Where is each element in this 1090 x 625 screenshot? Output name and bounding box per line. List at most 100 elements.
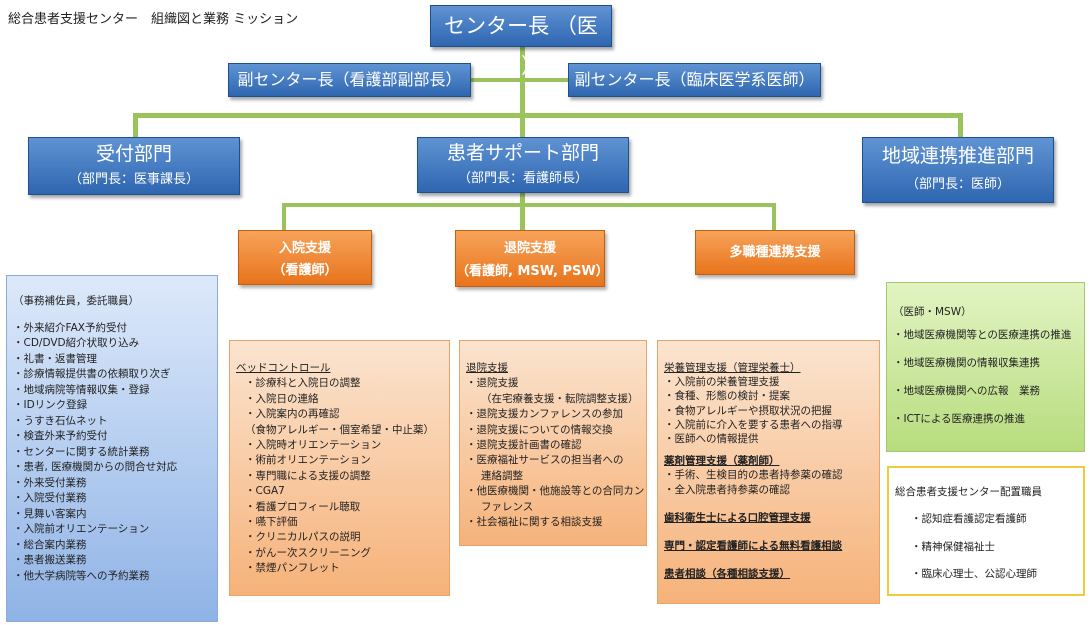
list-item: ・精神保健福祉士 — [911, 540, 995, 553]
list-item: ・がんー次スクリーニング — [245, 546, 371, 559]
list-item: ・患者, 医療機関からの問合せ対応 — [13, 461, 178, 473]
department-box-patient-support: 患者サポート部門 （部門長：看護師長） — [417, 137, 629, 193]
list-item: ・うすき石仏ネット — [13, 414, 108, 427]
discharge-heading: 退院支援 — [466, 362, 508, 374]
list-item: ・地域医療機関の情報収集連携 — [893, 357, 1040, 369]
list-item: ・看護プロフィール聴取 — [245, 500, 361, 513]
vice-director-label: 副センター長（看護部副部長） — [237, 70, 462, 89]
connector-line — [520, 192, 525, 232]
unit-name: 退院支援 — [503, 241, 556, 256]
connector-line — [282, 203, 286, 232]
list-item: 患者相談（各種相談支援） — [664, 568, 790, 581]
connector-line — [133, 113, 138, 139]
reception-duties-panel: （事務補佐員，委託職員） ・外来紹介FAX予約受付・CD/DVD紹介状取り込み・… — [6, 275, 218, 622]
department-name: 受付部門 — [95, 143, 172, 165]
list-item: ・地域病院等情報収集・登録 — [13, 383, 150, 396]
list-item: ・入院案内の再確認 — [245, 408, 340, 421]
regional-staff-header: （医師・MSW） — [893, 306, 972, 318]
department-name: 地域連携推進部門 — [881, 145, 1034, 167]
admission-heading: ベッドコントロール — [236, 362, 331, 374]
list-item: ・センターに関する統計業務 — [13, 445, 150, 458]
list-item: 連絡調整 — [481, 469, 523, 482]
list-item: ・全入院患者持参薬の確認 — [664, 483, 790, 496]
additional-support-list: 歯科衛生士による口腔管理支援専門・認定看護師による無料看護相談患者相談（各種相談… — [664, 511, 873, 582]
nutrition-heading: 栄養管理支援（管理栄養士） — [664, 362, 801, 374]
list-item: ・医療福祉サービスの担当者への — [466, 454, 624, 467]
pharmacy-heading: 薬剤管理支援（薬剤師） — [664, 455, 780, 468]
vice-director-box: 副センター長（看護部副部長） — [228, 63, 471, 97]
list-item: ・術前オリエンテーション — [245, 454, 371, 467]
unit-name: 入院支援 — [278, 241, 331, 256]
vice-director-box: 副センター長（臨床医学系医師） — [568, 63, 821, 97]
list-item: ・診療情報提供書の依頼取り次ぎ — [13, 368, 171, 380]
list-item: ・他医療機関・他施設等との合同カン — [466, 485, 645, 498]
list-item: ・退院支援カンファレンスの参加 — [466, 408, 623, 421]
list-item: ・入院前の栄養管理支援 — [664, 376, 780, 389]
list-item: ・外来受付業務 — [13, 476, 87, 489]
list-item: ・入院時オリエンテーション — [245, 439, 382, 452]
unit-staff: （看護師） — [272, 263, 338, 278]
list-item: ・医師への情報提供 — [664, 433, 759, 446]
list-item: ・嚥下評価 — [245, 516, 298, 529]
list-item: ・手術、生検目的の患者持参薬の確認 — [664, 469, 843, 482]
reception-duties-list: ・外来紹介FAX予約受付・CD/DVD紹介状取り込み・礼書・返書管理・診療情報提… — [13, 321, 211, 585]
unit-box-discharge: 退院支援 （看護師, MSW, PSW） — [455, 230, 609, 287]
vice-director-label: 副センター長（臨床医学系医師） — [574, 70, 815, 89]
discharge-duties-list: ・退院支援 （在宅療養支援・転院調整支援） ・退院支援カンファレンスの参加・退院支援… — [466, 376, 645, 530]
reception-staff-header: （事務補佐員，委託職員） — [13, 295, 139, 307]
multidisciplinary-duties-panel: 栄養管理支援（管理栄養士） ・入院前の栄養管理支援・食種、形態の検討・提案・食物… — [657, 340, 880, 604]
list-item: （在宅療養支援・転院調整支援） — [481, 392, 639, 405]
unit-box-multidisciplinary: 多職種連携支援 — [695, 230, 855, 275]
department-head: （部門長：看護師長） — [457, 171, 588, 186]
connector-line — [520, 113, 525, 139]
list-item: ・検査外来予約受付 — [13, 430, 108, 442]
regional-duties-list: ・地域医療機関等との医療連携の推進・地域医療機関の情報収集連携・地域医療機関への… — [893, 328, 1078, 427]
connector-line — [470, 78, 570, 82]
assigned-staff-list: ・認知症看護認定看護師・精神保健福祉士・臨床心理士、公認心理師 — [895, 512, 1077, 582]
list-item: ・入院前に介入を要する患者への指導 — [664, 418, 843, 431]
list-item: ・IDリンク登録 — [13, 399, 88, 411]
list-item: ・入院日の連絡 — [245, 392, 319, 405]
list-item: ・地域医療機関等との医療連携の推進 — [893, 329, 1072, 341]
center-director-label: センター長 （医師） — [444, 14, 598, 78]
list-item: ・外来紹介FAX予約受付 — [13, 321, 127, 334]
center-director-box: センター長 （医師） — [430, 5, 612, 78]
list-item: ・食物アレルギーや摂取状況の把握 — [664, 404, 832, 417]
assigned-staff-panel: 総合患者支援センター配置職員 ・認知症看護認定看護師・精神保健福祉士・臨床心理士… — [887, 466, 1085, 596]
list-item: ・認知症看護認定看護師 — [911, 513, 1027, 526]
connector-line — [958, 113, 963, 139]
list-item: ・入院受付業務 — [13, 492, 87, 504]
list-item: ・退院支援 — [466, 377, 519, 390]
page-title: 総合患者支援センター 組織図と業務 ミッション — [8, 12, 299, 27]
list-item: ・診療科と入院日の調整 — [245, 377, 361, 390]
list-item: ・患者搬送業務 — [13, 554, 87, 566]
list-item: ・禁煙パンフレット — [245, 562, 340, 575]
unit-staff: （看護師, MSW, PSW） — [456, 264, 609, 279]
assigned-staff-title: 総合患者支援センター配置職員 — [895, 486, 1042, 498]
connector-line — [772, 203, 776, 232]
department-box-regional: 地域連携推進部門 （部門長：医師） — [862, 137, 1054, 203]
unit-name: 多職種連携支援 — [729, 245, 821, 260]
admission-duties-panel: ベッドコントロール ・診療科と入院日の調整・入院日の連絡・入院案内の再確認 （食物… — [229, 340, 450, 596]
list-item: ・クリニカルパスの説明 — [245, 531, 361, 544]
list-item: ・他大学病院等への予約業務 — [13, 569, 150, 582]
list-item: ・退院支援についての情報交換 — [466, 423, 613, 436]
list-item: ・退院支援計画書の確認 — [466, 439, 582, 452]
list-item: ・見舞い客案内 — [13, 507, 87, 520]
list-item: ・礼書・返書管理 — [13, 352, 97, 365]
regional-duties-panel: （医師・MSW） ・地域医療機関等との医療連携の推進・地域医療機関の情報収集連携… — [886, 282, 1085, 452]
department-head: （部門長：医師） — [905, 177, 1010, 192]
list-item: ・CGA7 — [245, 485, 285, 498]
nutrition-duties-list: ・入院前の栄養管理支援・食種、形態の検討・提案・食物アレルギーや摂取状況の把握・… — [664, 375, 873, 446]
list-item: （食物アレルギー・個室希望・中止薬） — [245, 423, 434, 436]
connector-line — [282, 203, 776, 207]
list-item: ・地域医療機関への広報 業務 — [893, 385, 1040, 397]
list-item: 専門・認定看護師による無料看護相談 — [664, 540, 843, 553]
admission-duties-list: ・診療科と入院日の調整・入院日の連絡・入院案内の再確認 （食物アレルギー・個室希望… — [236, 376, 443, 576]
department-name: 患者サポート部門 — [446, 142, 599, 164]
department-head: （部門長：医事課長） — [68, 172, 199, 187]
department-box-reception: 受付部門 （部門長：医事課長） — [28, 137, 240, 195]
list-item: ・社会福祉に関する相談支援 — [466, 516, 603, 529]
list-item: ・総合案内業務 — [13, 538, 87, 551]
list-item: ・ICTによる医療連携の推進 — [893, 413, 1026, 425]
